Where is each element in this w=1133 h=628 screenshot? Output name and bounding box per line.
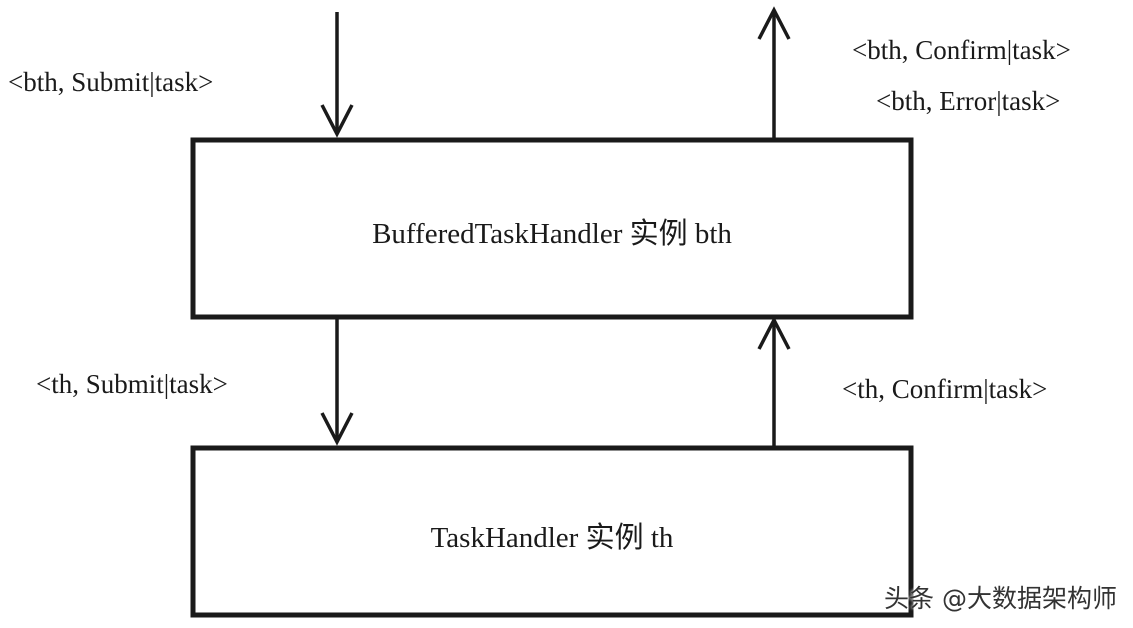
- edge-bth-to-th-arrow: [320, 319, 354, 446]
- node-th-box: [190, 445, 914, 618]
- edge-bth-to-th-label: <th, Submit|task>: [36, 369, 228, 399]
- edge-th-to-bth-label: <th, Confirm|task>: [842, 374, 1047, 404]
- node-th-label: TaskHandler 实例 th: [431, 521, 674, 554]
- edge-out-bth-label-error: <bth, Error|task>: [876, 86, 1060, 116]
- node-bth-box: [190, 137, 914, 320]
- watermark: 头条 @大数据架构师: [884, 584, 1117, 613]
- edge-in-bth-label: <bth, Submit|task>: [8, 67, 213, 97]
- node-bth-label: BufferedTaskHandler 实例 bth: [372, 217, 732, 250]
- edge-out-bth-label-confirm: <bth, Confirm|task>: [852, 35, 1071, 65]
- edge-in-bth-arrow: [320, 12, 354, 138]
- edge-th-to-bth-arrow: [757, 316, 791, 446]
- edge-out-bth-arrow: [757, 6, 791, 138]
